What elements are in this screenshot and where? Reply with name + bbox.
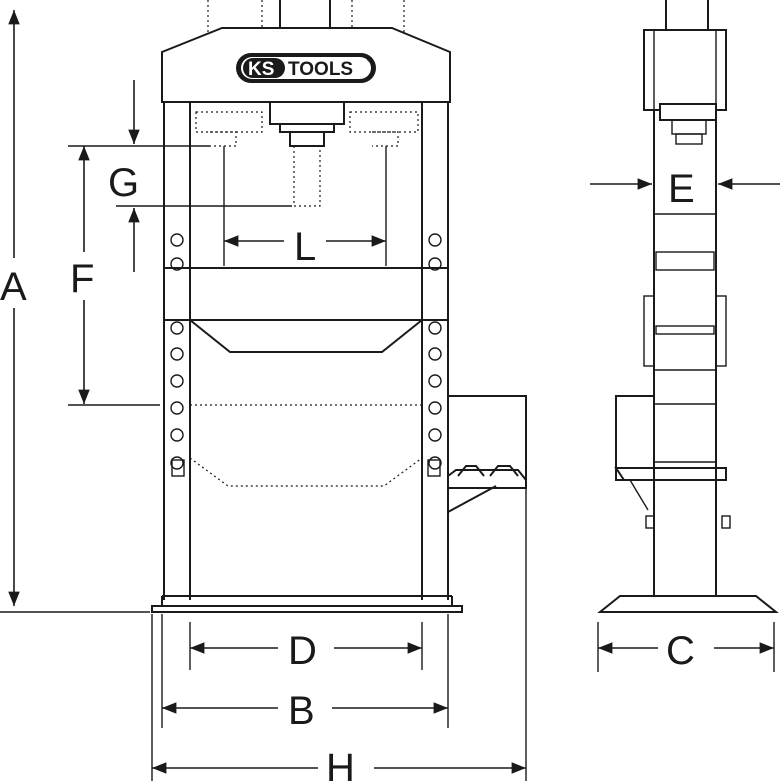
logo-ks-text: KS (248, 59, 274, 80)
left-column (163, 102, 191, 600)
dimension-H: H (151, 488, 527, 781)
side-view (597, 0, 779, 613)
dimension-D-label: D (288, 629, 317, 673)
dimension-L: L (224, 225, 386, 269)
ks-tools-logo: KS TOOLS ® (236, 53, 376, 83)
dimension-C: C (597, 622, 775, 673)
dimension-C-label: C (666, 629, 695, 673)
left-column-holes (170, 233, 184, 470)
dimension-B-label: B (288, 689, 315, 733)
right-column-holes (428, 233, 442, 470)
dimension-L-label: L (294, 225, 316, 269)
left-pin (171, 459, 185, 477)
bed-lower-positions (189, 404, 423, 487)
right-pin (427, 459, 441, 477)
side-head (643, 29, 727, 111)
plate-holders (195, 111, 419, 147)
dimension-H-label: H (326, 746, 355, 781)
front-view: KS TOOLS ® (151, 0, 527, 613)
right-column (421, 102, 449, 600)
dimension-G: G (68, 80, 292, 272)
dimension-D: D (189, 622, 423, 673)
dimension-G-label: G (108, 161, 139, 205)
dimension-E-label: E (668, 167, 695, 211)
dimension-A-label: A (0, 265, 27, 309)
logo-registered-mark: ® (367, 56, 373, 64)
side-base (597, 595, 779, 613)
dimension-F: F (64, 146, 160, 406)
logo-tools-text: TOOLS (288, 59, 353, 80)
dimension-F-label: F (70, 257, 94, 301)
dimension-A: A (0, 9, 150, 613)
ram-piston (269, 101, 345, 207)
side-pump-unit (615, 395, 655, 481)
press-bed (164, 267, 448, 353)
hand-pump-unit (447, 395, 527, 513)
dimension-E: E (590, 162, 780, 211)
dimension-B: B (161, 614, 449, 733)
press-base (151, 595, 463, 613)
